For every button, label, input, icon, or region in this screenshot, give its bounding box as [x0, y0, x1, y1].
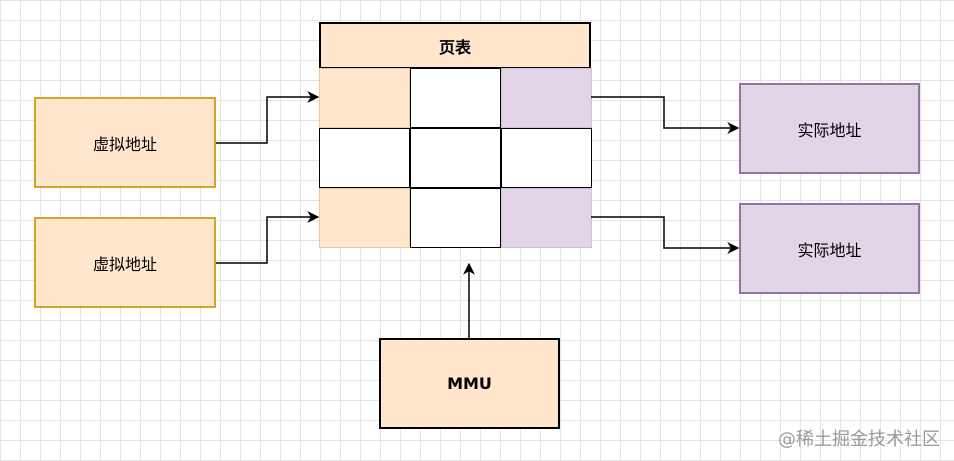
page-table-cell-r2-c1[interactable] — [319, 128, 410, 188]
edge-virtual-2-to-table — [216, 211, 320, 264]
page-table-cell-r1-c1[interactable] — [319, 68, 410, 128]
physical-address-box-2[interactable]: 实际地址 — [739, 203, 920, 294]
mmu-box[interactable]: MMU — [379, 338, 560, 429]
page-table-cell-r3-c2[interactable] — [410, 188, 501, 248]
watermark: @稀土掘金技术社区 — [778, 429, 940, 450]
page-table-cell-r2-c2[interactable] — [410, 128, 501, 188]
page-table-cell-r1-c3[interactable] — [501, 68, 592, 128]
mmu-label: MMU — [447, 374, 492, 393]
page-table-cell-r3-c1[interactable] — [319, 188, 410, 248]
virtual-address-label: 虚拟地址 — [92, 254, 157, 274]
physical-address-label: 实际地址 — [797, 240, 862, 260]
virtual-address-box-2[interactable]: 虚拟地址 — [34, 217, 216, 308]
page-table-cell-r1-c2[interactable] — [410, 68, 501, 128]
virtual-address-label: 虚拟地址 — [92, 134, 157, 154]
physical-address-label: 实际地址 — [797, 120, 862, 140]
page-table-cell-r2-c3[interactable] — [501, 128, 592, 188]
page-table-cell-r3-c3[interactable] — [501, 188, 592, 248]
virtual-address-box-1[interactable]: 虚拟地址 — [34, 97, 216, 188]
physical-address-box-1[interactable]: 实际地址 — [739, 83, 920, 174]
page-table-title: 页表 — [438, 37, 471, 57]
edge-table-to-physical-1 — [591, 96, 740, 134]
edge-table-to-physical-2 — [591, 216, 740, 254]
page-table-header[interactable]: 页表 — [319, 22, 591, 69]
edge-virtual-1-to-table — [216, 91, 320, 144]
